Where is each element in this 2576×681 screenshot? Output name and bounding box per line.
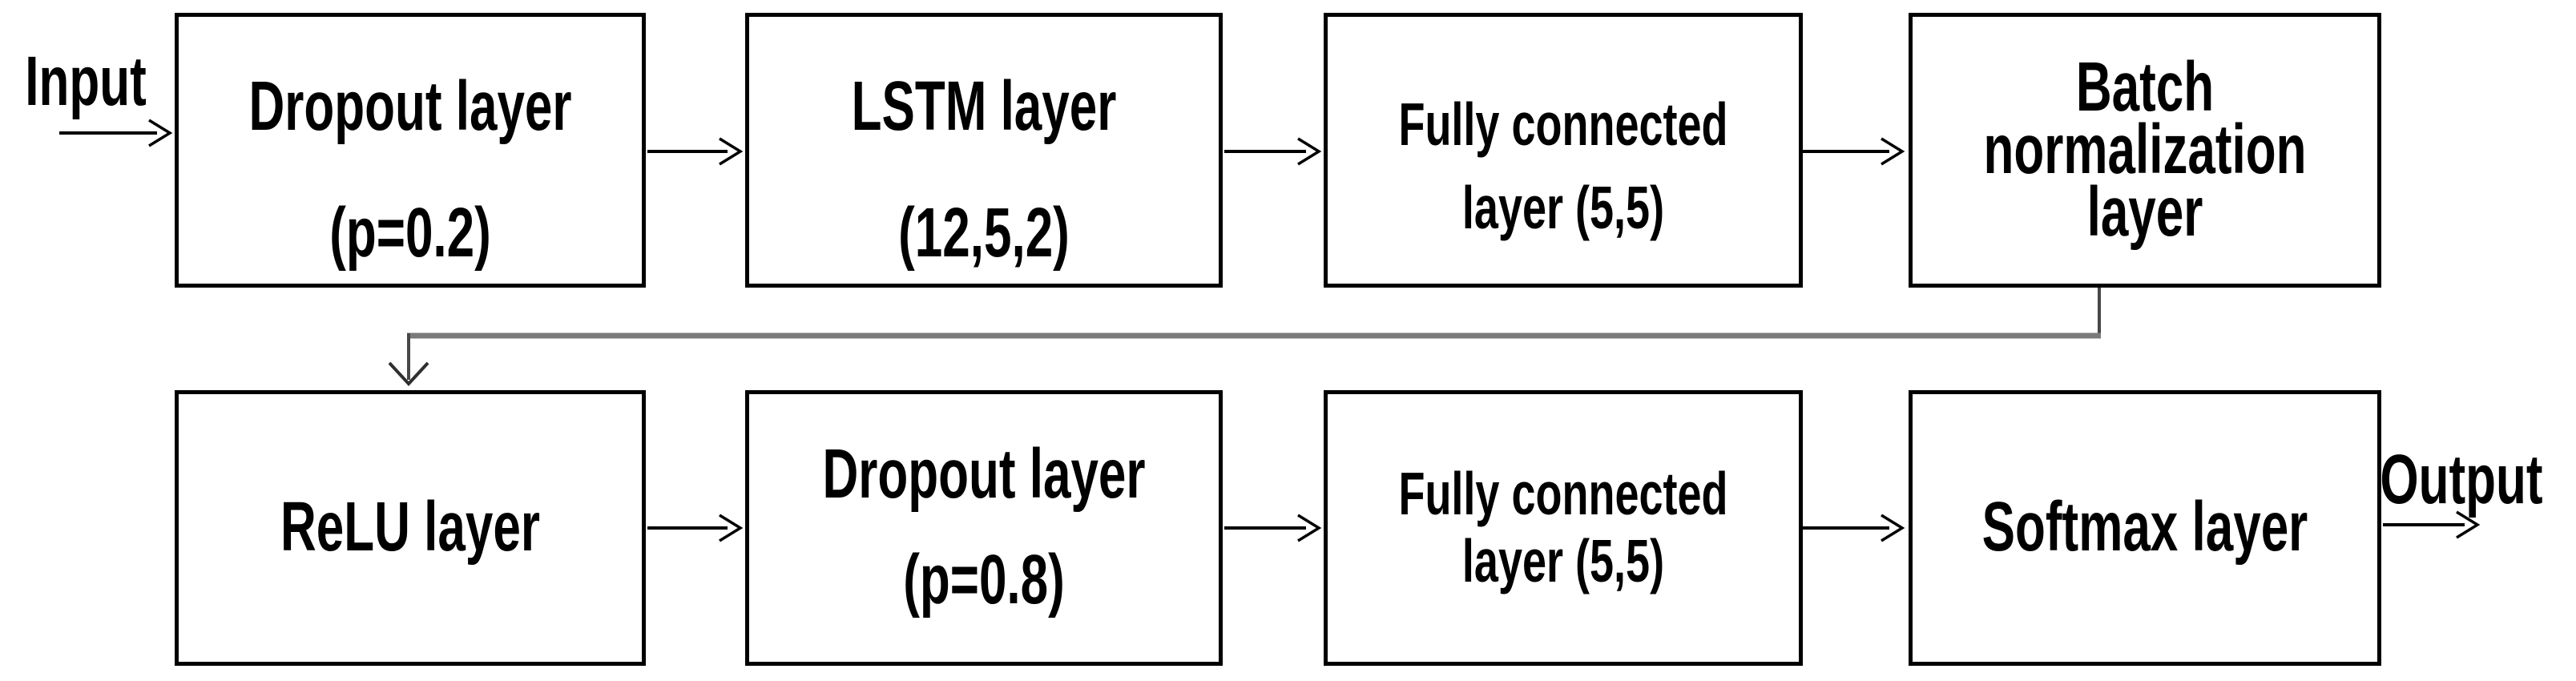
node-param-line: (12,5,2) bbox=[898, 194, 1070, 272]
input-label-text: Input bbox=[25, 43, 147, 121]
node-lstm-layer: LSTM layer (12,5,2) bbox=[745, 13, 1223, 288]
node-label-line: normalization bbox=[1983, 111, 2307, 189]
node-param-line: layer (5,5) bbox=[1461, 528, 1665, 595]
output-label-text: Output bbox=[2380, 441, 2543, 519]
node-label-line: Softmax layer bbox=[1981, 489, 2308, 566]
output-label: Output bbox=[2349, 445, 2574, 515]
node-fully-connected-layer-1: Fully connected layer (5,5) bbox=[1324, 13, 1803, 288]
arrow-lstm-to-fc1 bbox=[1224, 137, 1322, 166]
arrow-dropout1-to-lstm bbox=[647, 137, 744, 166]
arrow-input-to-dropout1 bbox=[59, 119, 173, 147]
node-param-line: (p=0.8) bbox=[903, 542, 1065, 619]
node-param-line: (p=0.2) bbox=[329, 194, 491, 272]
connector-batchnorm-to-relu bbox=[388, 288, 2101, 386]
input-label: Input bbox=[2, 47, 170, 117]
node-batch-normalization-layer: Batch normalization layer bbox=[1909, 13, 2381, 288]
node-softmax-layer: Softmax layer bbox=[1909, 390, 2381, 666]
node-label-line: ReLU layer bbox=[280, 489, 540, 566]
node-param-line: layer (5,5) bbox=[1461, 174, 1665, 242]
node-dropout-layer-1: Dropout layer (p=0.2) bbox=[175, 13, 646, 288]
node-label-line: Batch bbox=[2075, 48, 2215, 127]
arrow-fc2-to-softmax bbox=[1803, 514, 1905, 542]
node-label-line: layer bbox=[2086, 173, 2203, 252]
node-dropout-layer-2: Dropout layer (p=0.8) bbox=[745, 390, 1223, 666]
node-label-line: Dropout layer bbox=[248, 67, 572, 146]
node-fully-connected-layer-2: Fully connected layer (5,5) bbox=[1324, 390, 1803, 666]
node-relu-layer: ReLU layer bbox=[175, 390, 646, 666]
node-label-line: Fully connected bbox=[1398, 461, 1728, 528]
node-label-line: LSTM layer bbox=[851, 67, 1117, 146]
arrow-dropout2-to-fc2 bbox=[1224, 514, 1322, 542]
node-label-line: Fully connected bbox=[1398, 91, 1728, 159]
arrow-relu-to-dropout2 bbox=[647, 514, 744, 542]
node-label-line: Dropout layer bbox=[822, 436, 1146, 514]
arrow-fc1-to-batchnorm bbox=[1803, 137, 1905, 166]
